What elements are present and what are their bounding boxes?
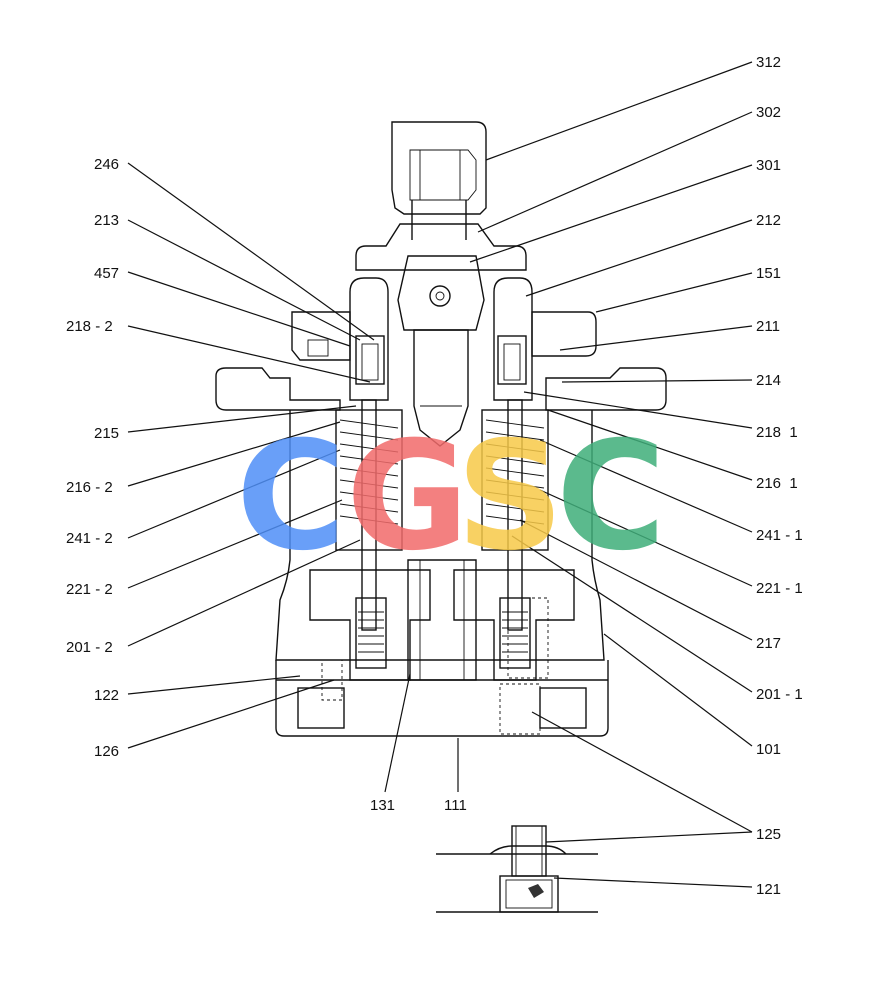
watermark-letter-g: G [346, 410, 469, 584]
label-457: 457 [94, 265, 119, 282]
label-221-1: 221 - 1 [756, 580, 803, 597]
label-151: 151 [756, 265, 781, 282]
watermark: C G S C [236, 410, 666, 584]
label-111: 111 [444, 797, 467, 814]
watermark-letter-s: S [456, 410, 564, 584]
valve-body-drawing [215, 121, 667, 913]
label-126: 126 [94, 743, 119, 760]
part-labels-left: 246 213 457 218 - 2 215 216 - 2 241 - 2 … [66, 156, 467, 814]
label-216-2: 216 - 2 [66, 479, 113, 496]
label-121: 121 [756, 881, 781, 898]
label-241-1: 241 - 1 [756, 527, 803, 544]
label-214: 214 [756, 372, 781, 389]
leader-lines [127, 61, 753, 888]
label-221-2: 221 - 2 [66, 581, 113, 598]
label-218-2: 218 - 2 [66, 318, 113, 335]
label-216-1: 216 1 [756, 475, 798, 492]
part-labels-right: 312 302 301 212 151 211 214 218 1 216 1 … [756, 54, 803, 898]
label-212: 212 [756, 212, 781, 229]
label-301: 301 [756, 157, 781, 174]
label-217: 217 [756, 635, 781, 652]
label-122: 122 [94, 687, 119, 704]
label-125: 125 [756, 826, 781, 843]
label-131: 131 [370, 797, 395, 814]
label-312: 312 [756, 54, 781, 71]
watermark-letter-c1: C [236, 410, 346, 584]
label-211: 211 [756, 318, 780, 335]
label-215: 215 [94, 425, 119, 442]
label-213: 213 [94, 212, 119, 229]
label-241-2: 241 - 2 [66, 530, 113, 547]
label-302: 302 [756, 104, 781, 121]
watermark-letter-c2: C [556, 410, 666, 584]
label-201-1: 201 - 1 [756, 686, 803, 703]
label-218-1: 218 1 [756, 424, 798, 441]
label-101: 101 [756, 741, 781, 758]
label-201-2: 201 - 2 [66, 639, 113, 656]
label-246: 246 [94, 156, 119, 173]
